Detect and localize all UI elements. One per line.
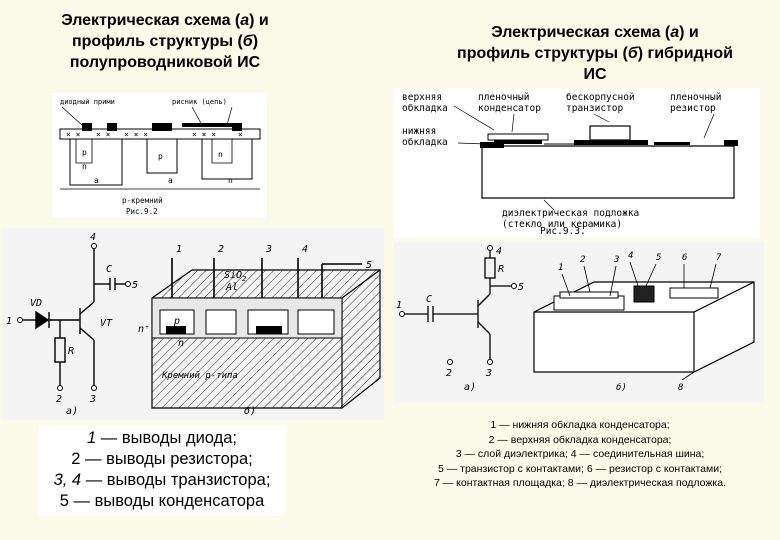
label-substrate-92: p-кремний <box>122 196 163 205</box>
top-label-2: 2 <box>218 244 224 255</box>
top-label-1: 1 <box>176 244 182 255</box>
caption-line-3: 3, 4 — выводы транзистора; <box>53 471 271 489</box>
node-1: 1 <box>6 316 12 327</box>
figure-label-9-2: Рис.9.2 <box>126 207 158 216</box>
legend-line-1: 1 — нижняя обкладка конденсатора; <box>490 419 670 431</box>
label-c: C <box>106 264 112 275</box>
legend-line-3: 3 — слой диэлектрика; 4 — соединительная… <box>455 448 705 460</box>
node-5: 5 <box>132 280 138 291</box>
svg-text:× × ×: × × × <box>192 130 216 139</box>
node-2: 2 <box>56 394 62 405</box>
part-b-right: б) <box>616 382 627 393</box>
hybrid-circuit-and-profile: 1 C R 4 5 2 3 а) 1 2 3 <box>396 245 755 393</box>
rtag-6: 6 <box>682 253 687 263</box>
legend-right: 1 — нижняя обкладка конденсатора; 2 — ве… <box>384 418 776 491</box>
label-r: R <box>68 346 74 357</box>
rnode-1: 1 <box>396 300 402 311</box>
rtag-4: 4 <box>628 251 633 261</box>
part-b-left: б) <box>244 405 256 417</box>
rlabel-c: C <box>426 294 432 305</box>
top-label-4: 4 <box>302 244 308 255</box>
svg-text:×: × <box>238 130 243 139</box>
label-si-p-type: Кремний p-типа <box>161 371 238 381</box>
figure-right-circuit: 1 C R 4 5 2 3 а) 1 2 3 <box>394 242 764 402</box>
figure-9-2: диодный прими рисник (цепь) × × × × × × × … <box>52 93 267 218</box>
caption-line-4: 5 — выводы конденсатора <box>59 492 265 510</box>
rtag-7: 7 <box>716 253 722 263</box>
legend-line-2: 2 — верхняя обкладка конденсатора; <box>488 433 672 446</box>
semiconductor-circuit-and-profile: 1 VD VT C R 4 5 2 3 а) <box>6 232 381 417</box>
label-a1: a <box>94 176 99 185</box>
label-n3: n <box>228 176 233 185</box>
label-al: Al <box>225 282 238 293</box>
label-n: n <box>178 338 184 349</box>
label-dielectric-substrate: диэлектрическая подложка(стекло или кера… <box>502 208 639 230</box>
figure-left-circuit: 1 VD VT C R 4 5 2 3 а) <box>2 228 384 420</box>
label-n-plus: n⁺ <box>138 324 150 335</box>
label-sio2: SiO2 <box>224 270 246 283</box>
legend-line-4: 5 — транзистор с контактами; 6 — резисто… <box>437 462 723 475</box>
rtag-2: 2 <box>580 255 585 265</box>
caption-line-1: 1 — выводы диода; <box>87 429 237 447</box>
rtag-5: 5 <box>656 253 661 263</box>
rtag-8: 8 <box>678 383 683 393</box>
part-a-left: а) <box>66 406 78 417</box>
rnode-2: 2 <box>446 368 452 379</box>
svg-text:× × ×: × × × <box>124 130 148 139</box>
rlabel-r: R <box>498 264 504 275</box>
label-p: p <box>173 316 180 327</box>
label-n1: n <box>82 162 87 171</box>
label-a2: a <box>168 176 173 185</box>
legend-line-5: 7 — контактная площадка; 8 — диэлектриче… <box>434 477 726 489</box>
label-vt: VT <box>100 318 113 329</box>
rtag-3: 3 <box>613 255 619 265</box>
label-n2: n <box>218 150 223 159</box>
rtag-1: 1 <box>558 263 563 273</box>
node-4: 4 <box>90 232 96 243</box>
title-left: Электрическая схема (а) и профиль структ… <box>61 12 269 71</box>
node-3: 3 <box>89 394 96 405</box>
svg-text:× ×: × × <box>66 130 81 139</box>
figure-label-9-3: Рис.9.3. <box>540 226 586 237</box>
semiconductor-profile-diagram: диодный прими рисник (цепь) × × × × × × × … <box>59 98 261 216</box>
title-right: Электрическая схема (а) и профиль структ… <box>457 24 733 83</box>
label-vd: VD <box>30 298 42 309</box>
rnode-5: 5 <box>518 282 524 293</box>
label-p1: p <box>82 148 87 157</box>
svg-text:× ×: × × <box>96 130 111 139</box>
label-diode-top: диодный прими <box>60 98 115 106</box>
part-a-right: а) <box>464 382 476 393</box>
caption-line-2: 2 — выводы резистора; <box>71 450 253 468</box>
label-p2: p <box>158 152 163 161</box>
caption-left: 1 — выводы диода; 2 — выводы резистора; … <box>38 425 286 516</box>
rnode-3: 3 <box>485 368 492 379</box>
label-resistor-top: рисник (цепь) <box>172 98 227 106</box>
top-label-5: 5 <box>366 260 372 271</box>
rnode-4: 4 <box>496 246 502 257</box>
top-label-3: 3 <box>265 244 272 255</box>
